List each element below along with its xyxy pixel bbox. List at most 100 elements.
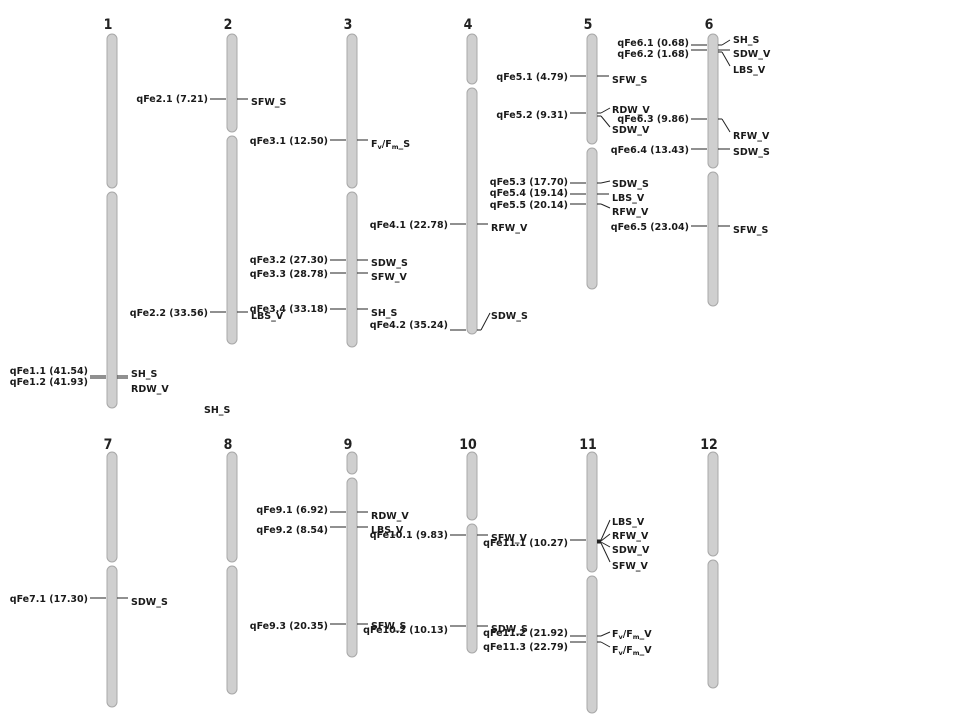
chromosome-label: 12 [700, 437, 718, 453]
qtl-marker: qFe5.1 (4.79)SFW_S [496, 72, 647, 86]
chromosome-8 [226, 451, 238, 695]
chromosome-7 [106, 451, 118, 708]
qtl-trait: RFW_V [733, 131, 770, 142]
qtl-trait: SFW_S [733, 225, 769, 236]
qtl-name: qFe9.2 (8.54) [256, 525, 328, 536]
qtl-trait: RDW_V [371, 511, 409, 522]
qtl-connector [600, 180, 611, 184]
qtl-name: qFe6.4 (13.43) [611, 145, 689, 156]
chromosome-8-arm-1 [226, 451, 238, 563]
qtl-name: qFe6.1 (0.68) [617, 38, 689, 49]
qtl-marker: SDW_V [597, 115, 650, 136]
qtl-name: qFe3.3 (28.78) [250, 269, 328, 280]
chromosome-10-arm-1 [466, 451, 478, 521]
qtl-marker: qFe1.2 (41.93)RDW_V [10, 377, 170, 395]
chromosome-4-arm-1 [466, 33, 478, 85]
qtl-name: qFe5.5 (20.14) [490, 200, 568, 211]
chromosome-3-arm-1 [346, 33, 358, 189]
chromosome-11-arm-1 [586, 451, 598, 573]
chromosome-1 [106, 33, 118, 409]
qtl-marker: qFe10.2 (10.13)SDW_S [363, 624, 528, 636]
qtl-marker: SDW_V [597, 541, 650, 556]
chromosome-2 [226, 33, 238, 345]
qtl-name: qFe11.3 (22.79) [483, 642, 568, 653]
qtl-name: qFe9.1 (6.92) [256, 505, 328, 516]
qtl-connector [600, 541, 611, 548]
qtl-marker: LBS_V [718, 51, 766, 76]
qtl-trait: LBS_V [733, 65, 766, 76]
chromosome-3 [346, 33, 358, 348]
chromosome-label: 2 [224, 17, 233, 33]
qtl-connector [600, 641, 611, 648]
qtl-marker: qFe11.2 (21.92) Fv/Fm_V [483, 628, 652, 641]
chromosome-2-arm-2 [226, 135, 238, 345]
chromosome-12 [707, 451, 719, 689]
qtl-name: qFe10.1 (9.83) [370, 530, 448, 541]
qtl-trait: SFW_V [491, 533, 528, 544]
chromosome-7-arm-1 [106, 451, 118, 563]
chromosome-11-arm-2 [586, 575, 598, 714]
chromosome-9 [346, 451, 358, 658]
qtl-name: qFe9.3 (20.35) [250, 621, 328, 632]
qtl-name: qFe5.4 (19.14) [490, 188, 568, 199]
qtl-trait: SDW_V [733, 49, 771, 60]
qtl-name: qFe11.1 (10.27) [483, 538, 568, 549]
qtl-marker: qFe7.1 (17.30)SDW_S [10, 594, 168, 608]
qtl-marker: qFe11.3 (22.79)Fv/Fm_V [483, 641, 652, 657]
qtl-name: qFe3.1 (12.50) [250, 136, 328, 147]
chromosome-2-arm-1 [226, 33, 238, 133]
qtl-name: qFe5.3 (17.70) [490, 177, 568, 188]
qtl-trait: SH_S [371, 308, 398, 319]
qtl-marker: qFe3.3 (28.78) SFW_V [250, 269, 408, 283]
qtl-trait: RFW_V [491, 223, 528, 234]
qtl-marker: qFe6.5 (23.04)SFW_S [611, 222, 769, 236]
qtl-name: qFe11.2 (21.92) [483, 628, 568, 639]
qtl-marker: qFe4.1 (22.78) RFW_V [370, 220, 528, 234]
qtl-marker: SFW_V [597, 542, 649, 572]
chromosome-label: 6 [705, 17, 714, 33]
qtl-name: qFe6.2 (1.68) [617, 49, 689, 60]
chromosome-label: 9 [344, 437, 353, 453]
chromosome-1-arm-1 [106, 33, 118, 189]
qtl-trait: SFW_V [612, 561, 649, 572]
qtl-connector [721, 39, 731, 46]
qtl-connector [721, 51, 731, 67]
qtl-marker: qFe9.2 (8.54)LBS_V [256, 525, 403, 536]
qtl-marker: RFW_V [597, 531, 649, 542]
qtl-name: qFe2.2 (33.56) [130, 308, 208, 319]
qtl-marker: qFe6.2 (1.68) SDW_V [617, 49, 771, 60]
chromosome-4-arm-2 [466, 87, 478, 335]
chromosome-10 [466, 451, 478, 654]
chromosome-1-arm-2 [106, 191, 118, 409]
chromosome-5 [586, 33, 598, 290]
qtl-marker: qFe6.1 (0.68)SH_S [617, 35, 759, 49]
qtl-marker: qFe4.2 (35.24)SDW_S [370, 311, 528, 331]
qtl-marker: qFe2.1 (7.21)SFW_S [136, 94, 286, 108]
qtl-trait: Fv/Fm_V [612, 629, 652, 641]
qtl-name: qFe6.3 (9.86) [617, 114, 689, 125]
qtl-connector [480, 312, 491, 331]
qtl-marker: qFe11.1 (10.27) LBS_V [483, 517, 645, 549]
qtl-trait: SFW_S [371, 621, 407, 632]
chromosome-6-arm-1 [707, 33, 719, 169]
qtl-name: qFe3.2 (27.30) [250, 255, 328, 266]
qtl-name: qFe4.1 (22.78) [370, 220, 448, 231]
qtl-trait: SFW_V [371, 272, 408, 283]
qtl-marker: qFe10.1 (9.83) SFW_V [370, 530, 528, 544]
chromosome-5-arm-2 [586, 147, 598, 290]
chromosome-4 [466, 33, 478, 335]
chromosome-label: 5 [584, 17, 593, 33]
qtl-trait: SDW_S [733, 147, 770, 158]
chromosome-12-arm-1 [707, 451, 719, 557]
qtl-marker: qFe1.1 (41.54)SH_S [10, 366, 158, 380]
qtl-marker: qFe3.1 (12.50)Fv/Fm_S [250, 136, 410, 151]
qtl-name: qFe4.2 (35.24) [370, 320, 448, 331]
qtl-trait: LBS_V [612, 517, 645, 528]
qtl-name: qFe5.1 (4.79) [496, 72, 568, 83]
qtl-marker: qFe9.1 (6.92) RDW_V [256, 505, 409, 522]
chromosome-5-arm-1 [586, 33, 598, 145]
chromosome-6 [707, 33, 719, 307]
qtl-trait: SDW_V [612, 125, 650, 136]
qtl-trait: SH_S [131, 369, 158, 380]
